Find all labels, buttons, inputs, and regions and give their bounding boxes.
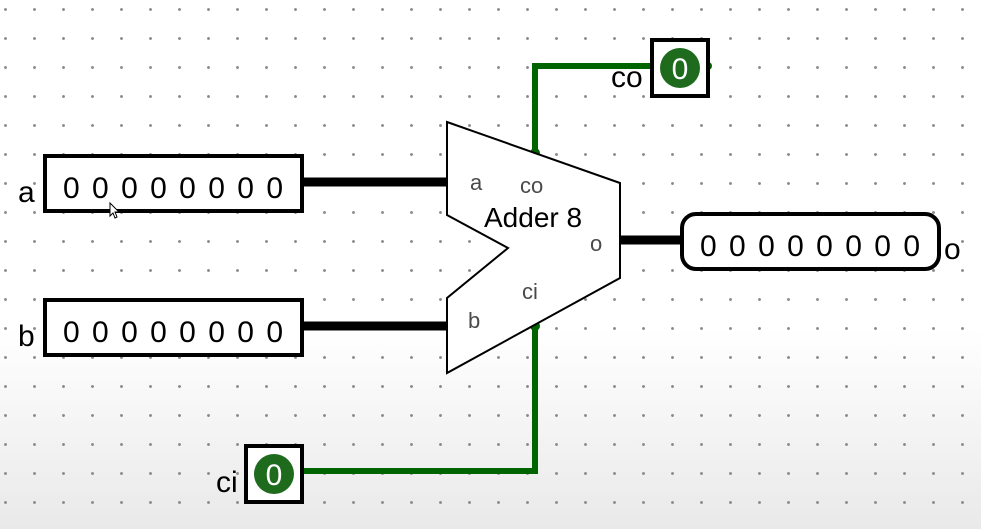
input-ci-led xyxy=(254,454,294,494)
adder-port-ci: ci xyxy=(522,279,538,304)
adder-port-o: o xyxy=(590,231,602,256)
output-co-value: 0 xyxy=(672,53,689,86)
input-a-pin[interactable] xyxy=(43,154,304,213)
mouse-cursor-icon xyxy=(109,201,121,219)
output-o-label: o xyxy=(944,233,961,266)
input-a-label: a xyxy=(18,176,35,209)
adder-title: Adder 8 xyxy=(484,202,582,233)
output-o-pin[interactable] xyxy=(680,212,941,271)
output-co-label: co xyxy=(611,61,643,94)
input-ci-label: ci xyxy=(216,466,238,499)
input-b-label: b xyxy=(18,320,35,353)
input-b-pin[interactable] xyxy=(43,298,304,357)
adder-port-b: b xyxy=(468,308,480,333)
output-co-led xyxy=(660,48,700,88)
input-ci-value: 0 xyxy=(266,459,283,492)
adder-port-a: a xyxy=(470,170,483,195)
input-b-bits: 0 0 0 0 0 0 0 0 xyxy=(63,316,283,349)
wire-ci[interactable] xyxy=(300,326,538,474)
output-o-bits: 0 0 0 0 0 0 0 0 xyxy=(700,230,920,263)
wire-co[interactable] xyxy=(532,63,660,153)
adder-port-co: co xyxy=(520,173,543,198)
adder-body[interactable] xyxy=(446,120,621,375)
input-a-bits: 0 0 0 0 0 0 0 0 xyxy=(63,172,283,205)
